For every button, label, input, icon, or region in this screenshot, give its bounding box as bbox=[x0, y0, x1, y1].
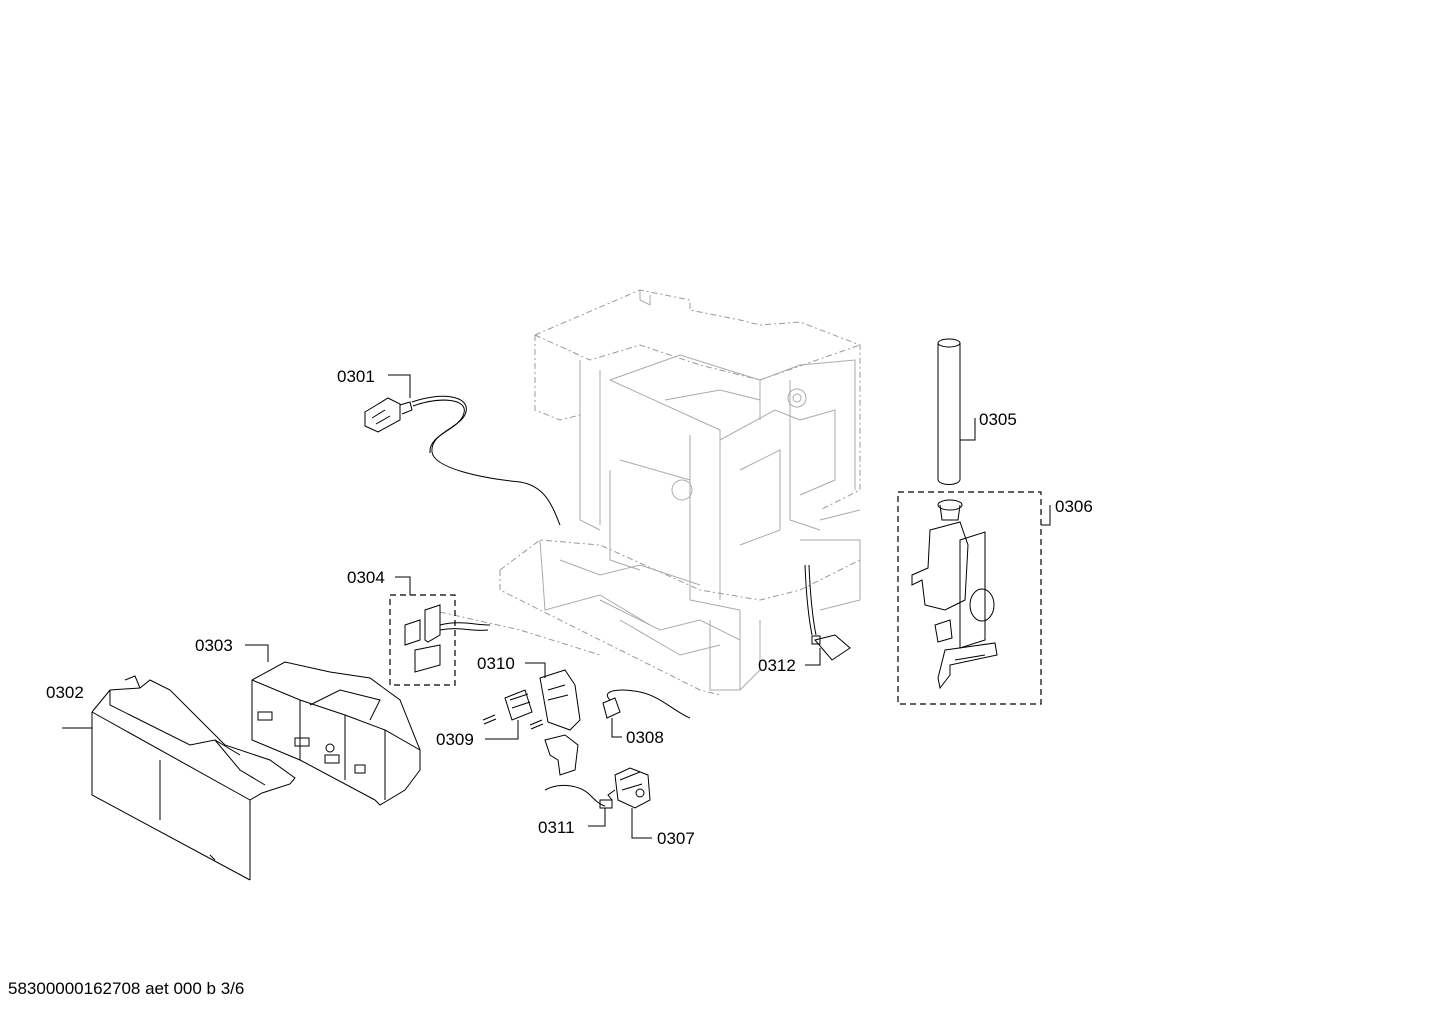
part-0311-cable bbox=[544, 784, 613, 809]
part-0302-cover bbox=[91, 675, 296, 881]
part-0303-power-module bbox=[251, 661, 421, 806]
part-0306-assembly bbox=[897, 491, 1042, 705]
label-0310: 0310 bbox=[477, 654, 515, 673]
label-0303: 0303 bbox=[195, 636, 233, 655]
housing-frame-ghost bbox=[439, 289, 861, 696]
label-0307: 0307 bbox=[657, 829, 695, 848]
label-0304: 0304 bbox=[347, 568, 385, 587]
label-0308: 0308 bbox=[626, 728, 664, 747]
leader-lines bbox=[62, 374, 1051, 839]
label-0301: 0301 bbox=[337, 367, 375, 386]
label-0302: 0302 bbox=[46, 683, 84, 702]
label-0305: 0305 bbox=[979, 410, 1017, 429]
part-0309-terminal bbox=[482, 689, 544, 730]
label-0311: 0311 bbox=[538, 818, 575, 837]
label-0306: 0306 bbox=[1055, 497, 1093, 516]
part-0308-switch bbox=[602, 689, 691, 719]
part-0312-board bbox=[804, 564, 851, 661]
part-0301-power-cord bbox=[364, 395, 561, 526]
part-0305-tube bbox=[937, 338, 961, 485]
label-0312: 0312 bbox=[758, 656, 796, 675]
label-0309: 0309 bbox=[436, 730, 474, 749]
document-id-footer: 58300000162708 aet 000 b 3/6 bbox=[8, 979, 245, 998]
part-0304-sensor bbox=[389, 594, 491, 686]
part-0307-pump bbox=[607, 767, 651, 809]
part-0310-bracket bbox=[539, 669, 581, 776]
